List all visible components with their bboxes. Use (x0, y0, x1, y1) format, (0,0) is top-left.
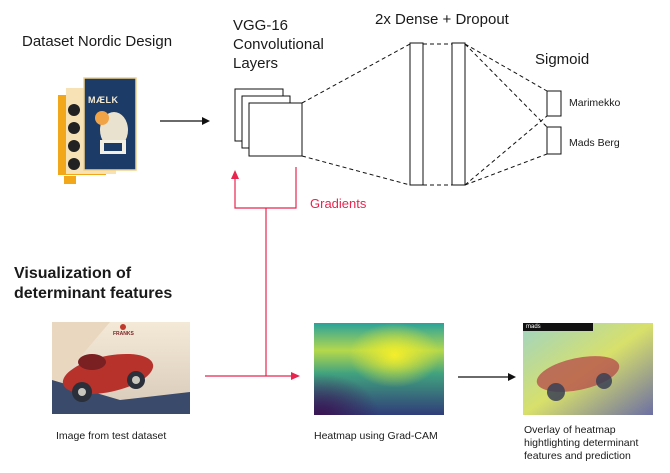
dense-label: 2x Dense + Dropout (375, 11, 509, 28)
dense-layer-1 (409, 42, 424, 186)
vgg-title-line1: VGG-16 (233, 17, 289, 34)
dense-layer-2 (451, 42, 466, 186)
vgg-title-line2: Convolutional (233, 36, 324, 53)
sigmoid-label: Sigmoid (535, 51, 590, 68)
section-heading-line2: determinant features (14, 285, 173, 302)
gradient-arrows (205, 167, 297, 377)
test-image (52, 322, 190, 414)
dataset-posters (58, 77, 137, 184)
overlay-image (523, 323, 653, 415)
overlay-tag: mads (526, 324, 541, 330)
sigmoid-output-2 (546, 126, 562, 155)
dataset-label: Dataset Nordic Design (22, 33, 173, 50)
caption-overlay-line1: Overlay of heatmap (524, 424, 616, 436)
poster-text-maelk: MÆLK (88, 95, 119, 105)
caption-heatmap: Heatmap using Grad-CAM (314, 430, 438, 442)
caption-test-image: Image from test dataset (56, 430, 167, 442)
caption-overlay-line2: hightlighting determinant (524, 437, 639, 449)
poster-text-franks: FRANKS (113, 331, 134, 337)
caption-overlay-line3: features and prediction (524, 450, 631, 462)
output-label-mads-berg: Mads Berg (569, 137, 620, 149)
sigmoid-output-1 (546, 90, 562, 117)
section-heading-line1: Visualization of (14, 265, 132, 282)
heatmap-image (314, 323, 444, 415)
vgg-title-line3: Layers (233, 55, 279, 72)
output-label-marimekko: Marimekko (569, 97, 621, 109)
gradients-label: Gradients (310, 196, 367, 211)
vgg-layers (234, 88, 303, 157)
overlay-tag-bar (523, 323, 593, 331)
